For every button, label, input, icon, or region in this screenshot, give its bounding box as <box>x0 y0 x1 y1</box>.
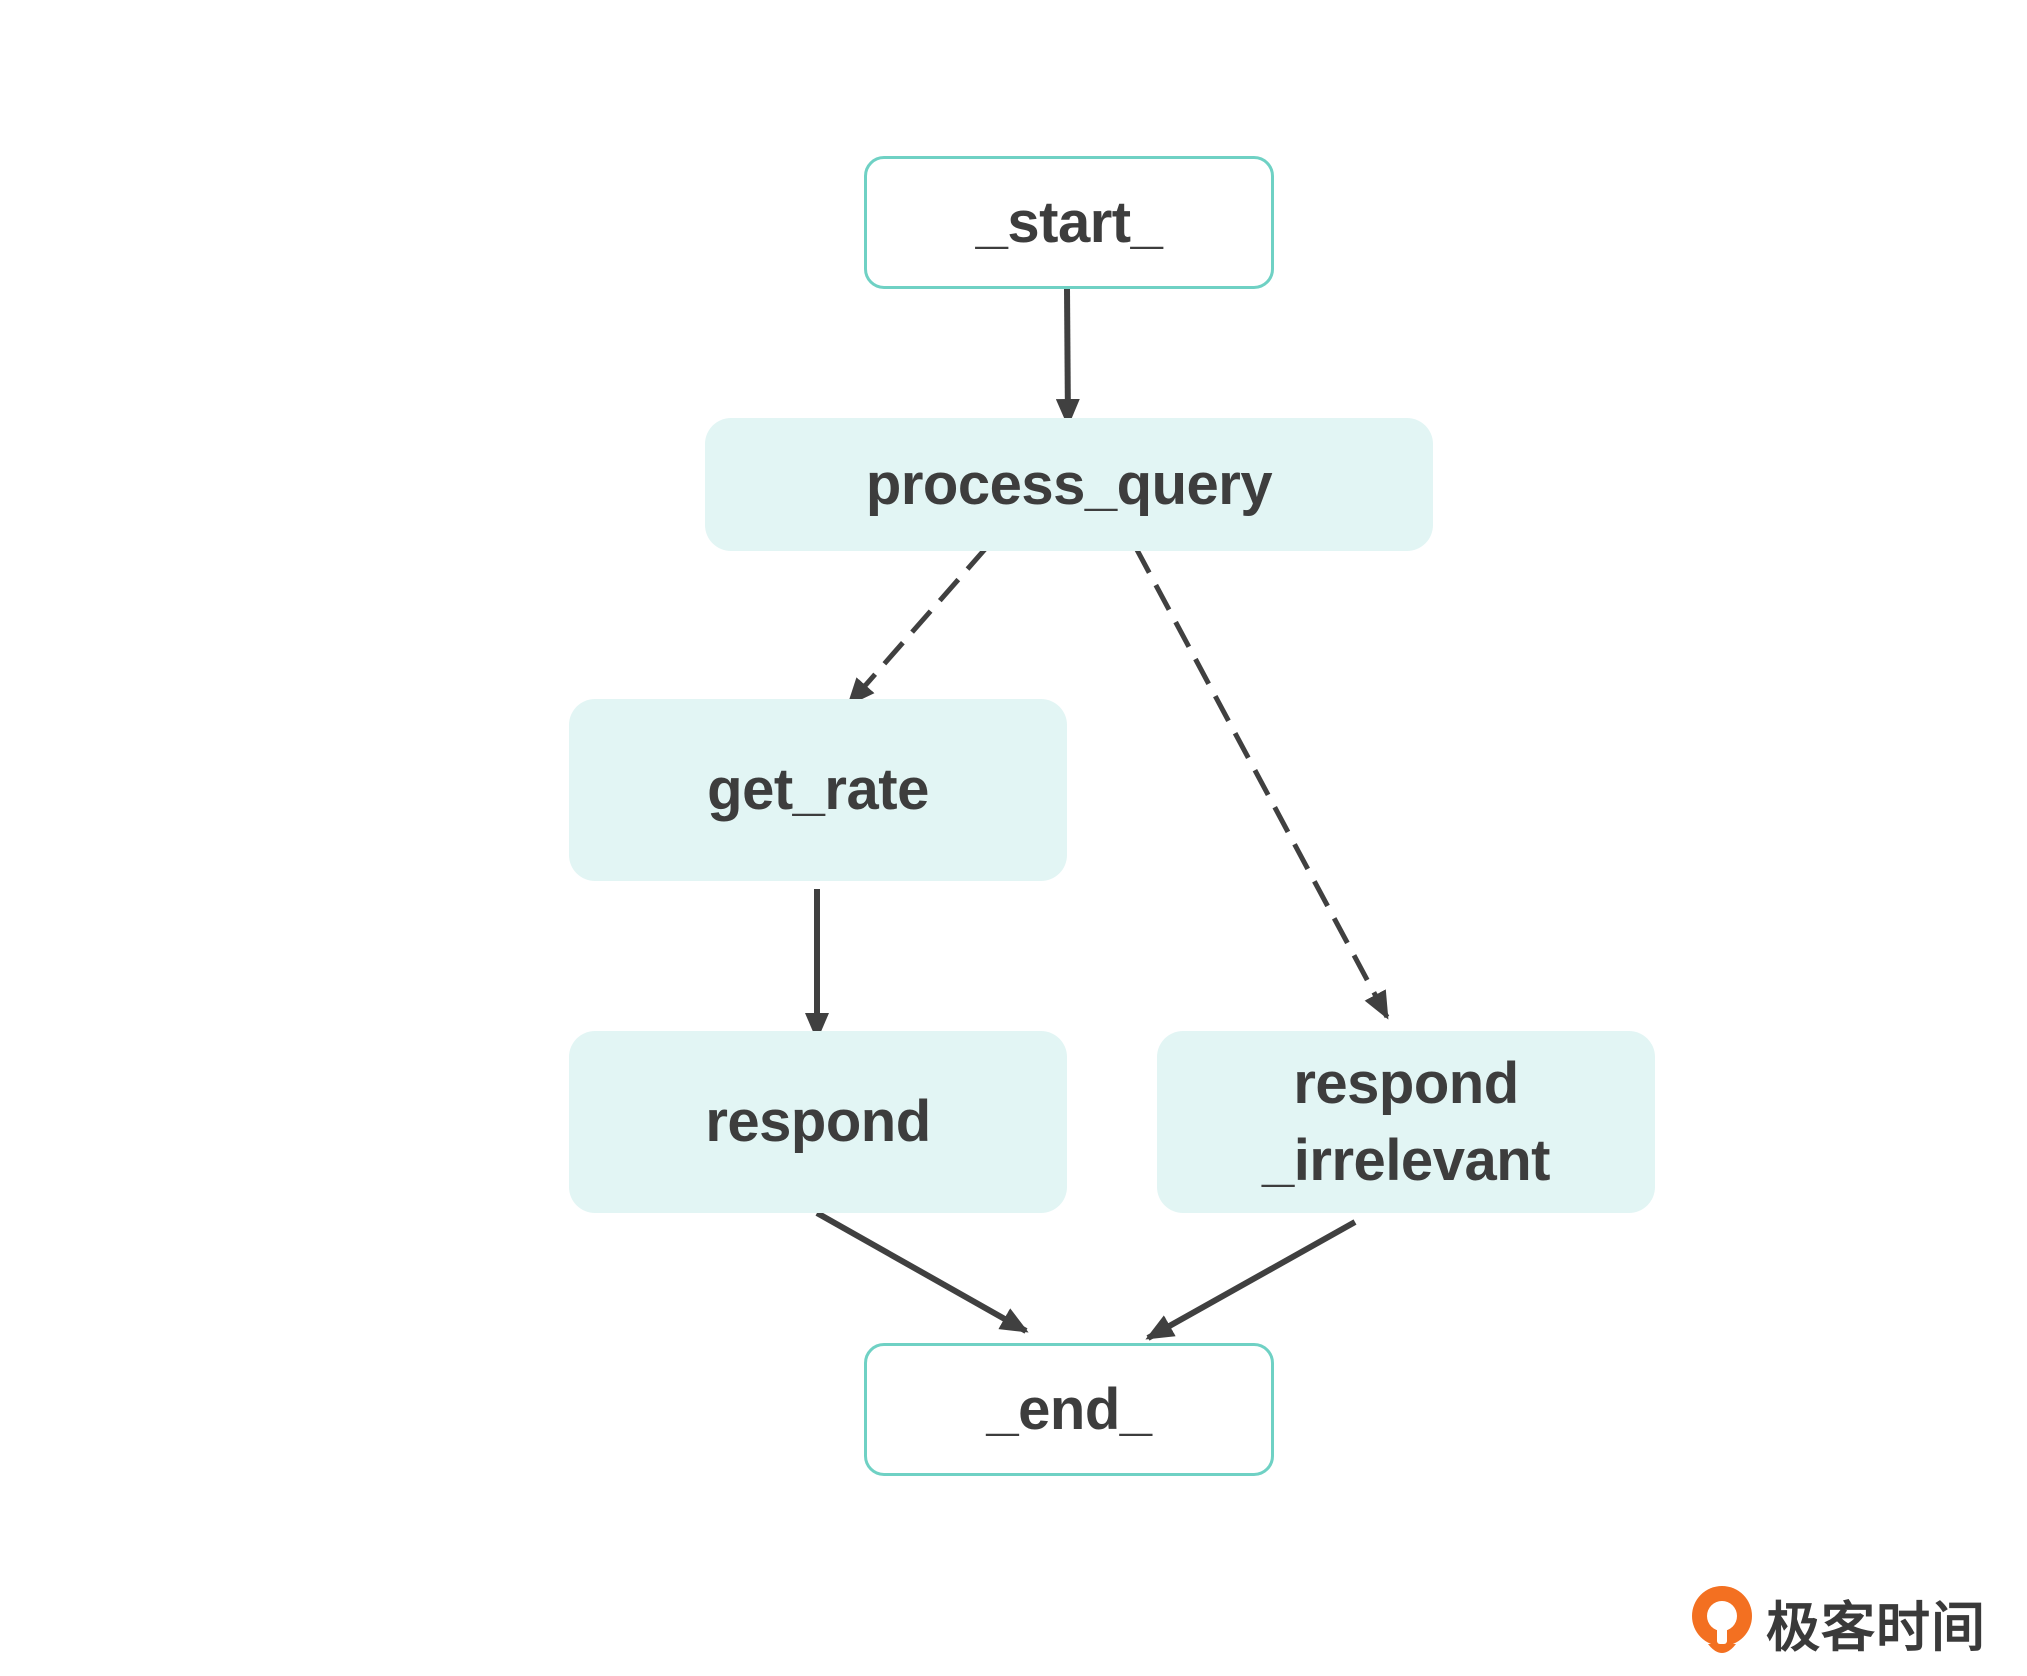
node-respond-irrelevant-line-1: respond <box>1293 1050 1519 1116</box>
edge-process-query-to-get-rate <box>847 546 988 707</box>
geektime-logo-icon <box>1692 1586 1752 1653</box>
node-start: _start_ <box>864 156 1274 289</box>
edge-start-to-process-query <box>1055 288 1080 427</box>
node-end-label: _end_ <box>986 1376 1152 1442</box>
node-respond: respond <box>569 1031 1067 1213</box>
node-respond-label: respond <box>705 1089 931 1155</box>
edge-process-query-to-respond-irrelevant <box>1133 546 1390 1020</box>
node-start-label: _start_ <box>975 189 1163 255</box>
node-respond-irrelevant-label: respond _irrelevant <box>1262 1045 1550 1199</box>
edge-respond-irrelevant-to-end <box>1145 1219 1357 1341</box>
node-respond-irrelevant: respond _irrelevant <box>1157 1031 1655 1213</box>
node-get-rate: get_rate <box>569 699 1067 881</box>
brand-text: 极客时间 <box>1766 1595 1986 1659</box>
edge-respond-to-end <box>815 1210 1029 1334</box>
brand-logo: 极客时间 <box>1688 1582 1986 1662</box>
node-end: _end_ <box>864 1343 1274 1476</box>
node-process-query-label: process_query <box>865 451 1273 517</box>
node-get-rate-label: get_rate <box>707 757 929 823</box>
node-respond-irrelevant-line-2: _irrelevant <box>1262 1128 1550 1193</box>
node-process-query: process_query <box>705 418 1433 551</box>
